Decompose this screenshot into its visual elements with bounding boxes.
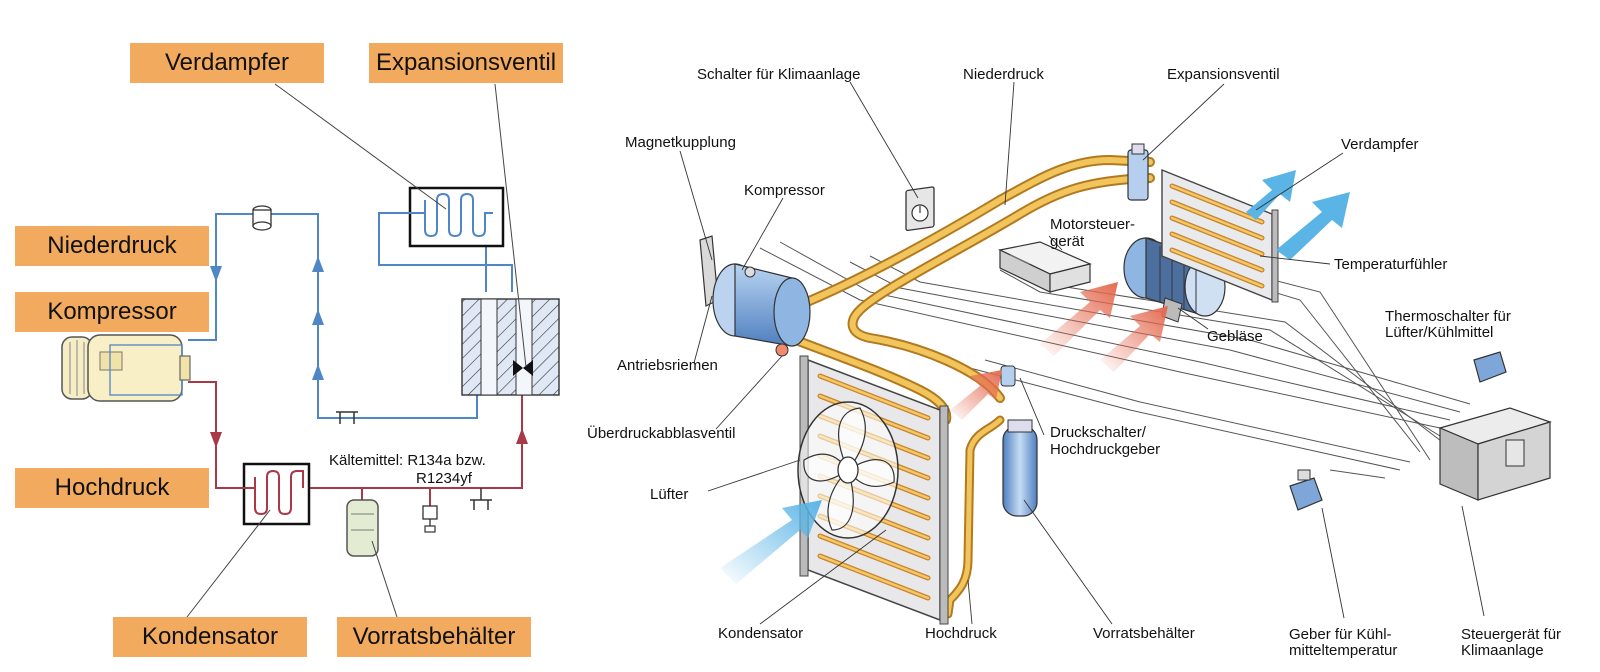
ac-control-unit — [1440, 408, 1550, 500]
thermoswitch — [1474, 352, 1506, 382]
label-steuergeraet-1: Steuergerät für — [1461, 626, 1561, 643]
label-steuergeraet-2: Klimaanlage — [1461, 642, 1544, 659]
label-magnetkupplung: Magnetkupplung — [625, 134, 736, 151]
label-druckschalter-2: Hochdruckgeber — [1050, 441, 1160, 458]
receiver-drier — [1001, 366, 1037, 516]
label-motorsteuer-1: Motorsteuer- — [1050, 216, 1135, 233]
label-niederdruck-sys: Niederdruck — [963, 66, 1044, 83]
label-kondensator-sys: Kondensator — [718, 625, 803, 642]
label-kompressor-sys: Kompressor — [744, 182, 825, 199]
ac-switch — [906, 187, 934, 231]
label-geber-1: Geber für Kühl- — [1289, 626, 1392, 643]
label-geblaese: Gebläse — [1207, 328, 1263, 345]
label-luefter: Lüfter — [650, 486, 688, 503]
label-thermoschalter-2: Lüfter/Kühlmittel — [1385, 324, 1493, 341]
compressor — [700, 236, 810, 356]
label-expansionsventil-sys: Expansionsventil — [1167, 66, 1280, 83]
label-thermoschalter-1: Thermoschalter für — [1385, 308, 1511, 325]
label-motorsteuer-2: gerät — [1050, 233, 1084, 250]
warm-air-arrows — [950, 282, 1168, 420]
expansion-valve — [1128, 144, 1148, 200]
label-verdampfer-sys: Verdampfer — [1341, 136, 1419, 153]
coolant-temp-sender — [1290, 470, 1322, 510]
label-vorratsbehaelter-sys: Vorratsbehälter — [1093, 625, 1195, 642]
label-geber-2: mitteltemperatur — [1289, 642, 1397, 659]
label-druckschalter-1: Druckschalter/ — [1050, 424, 1146, 441]
label-hochdruck-sys: Hochdruck — [925, 625, 997, 642]
label-antriebsriemen: Antriebsriemen — [617, 357, 718, 374]
label-temperaturfuehler: Temperaturfühler — [1334, 256, 1447, 273]
label-schalter: Schalter für Klimaanlage — [697, 66, 860, 83]
label-ueberdruck: Überdruckabblasventil — [587, 425, 735, 442]
